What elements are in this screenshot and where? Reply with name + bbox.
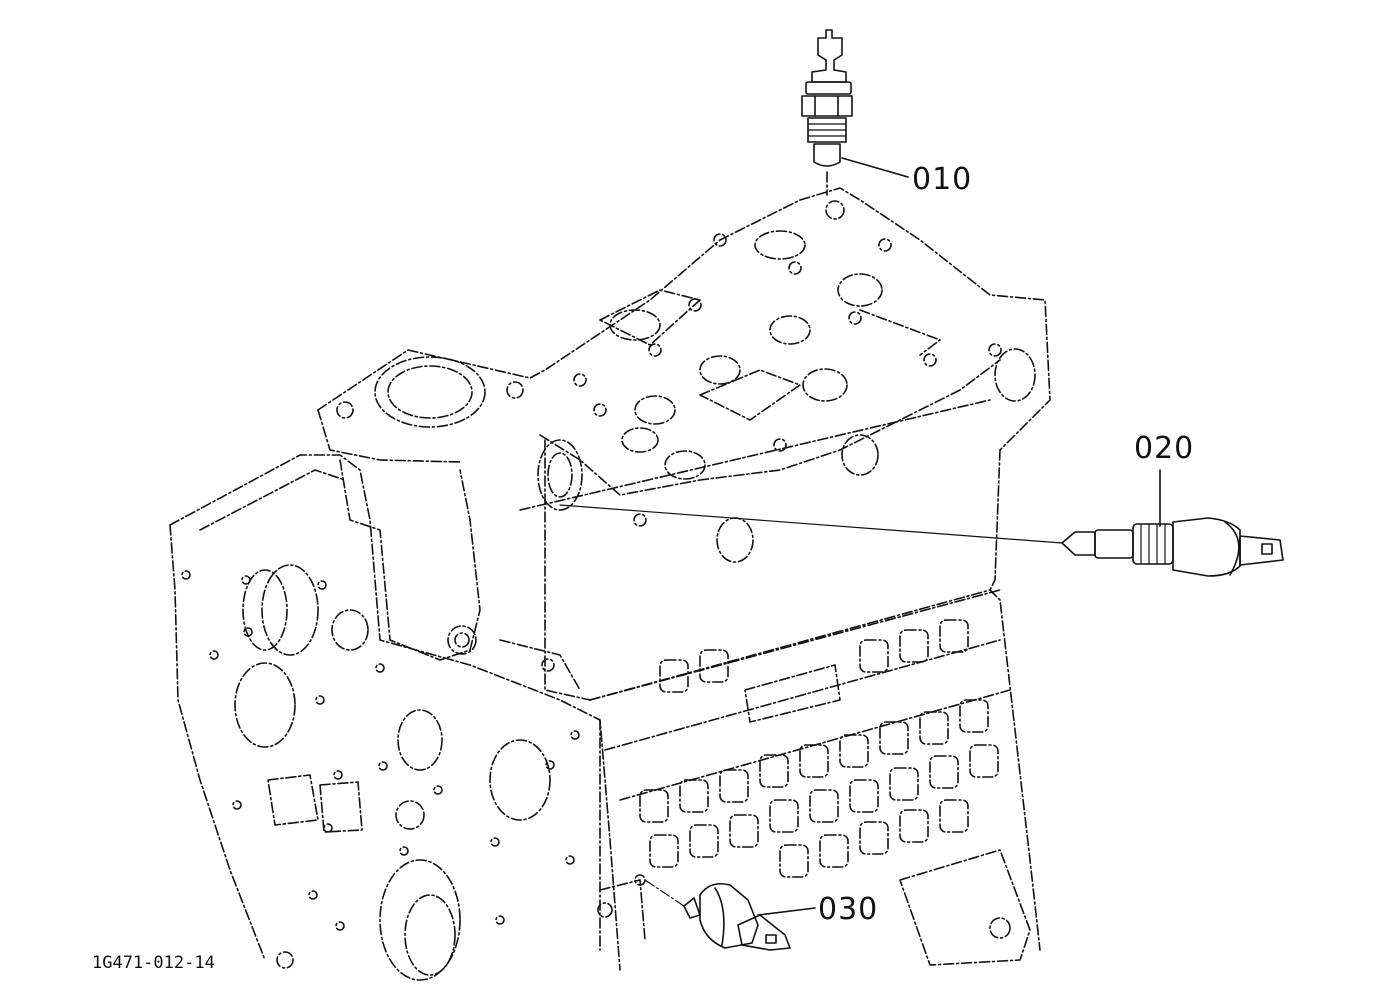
part-030-switch (644, 879, 791, 951)
callout-020: 020 (1134, 431, 1195, 466)
document-number: 1G471-012-14 (92, 953, 215, 973)
callout-030: 030 (818, 892, 879, 927)
callout-010: 010 (912, 162, 973, 197)
engine-block (169, 454, 1041, 981)
leader-lines (757, 157, 1161, 916)
cylinder-head (317, 187, 1051, 701)
part-010-sender (801, 29, 853, 196)
part-020-sensor (559, 504, 1284, 577)
